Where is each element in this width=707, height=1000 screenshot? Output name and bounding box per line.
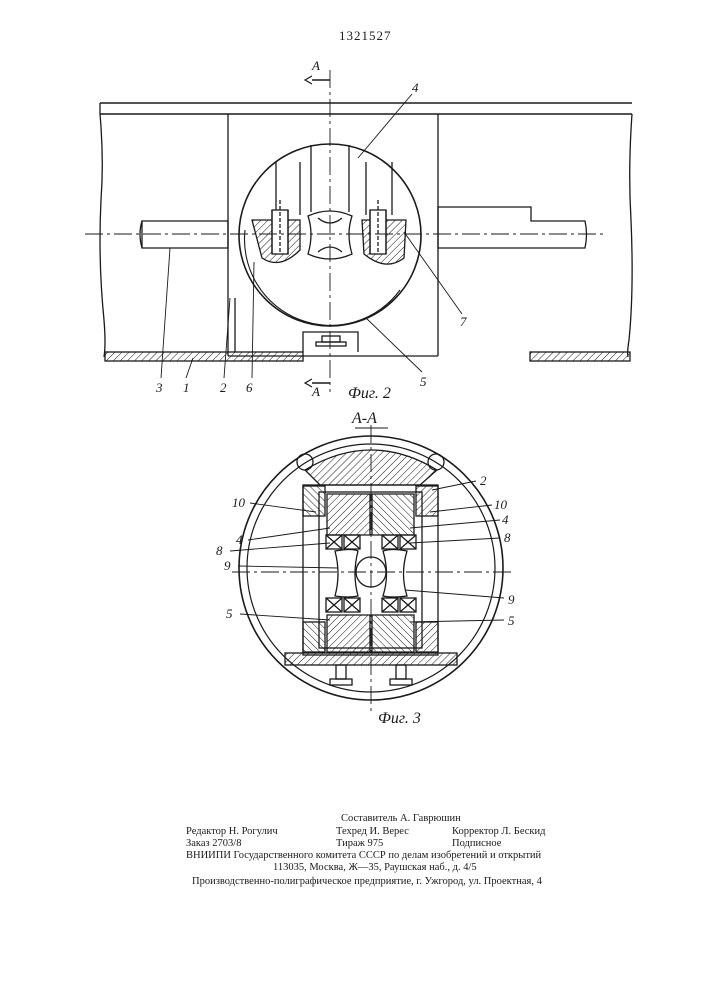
fig3-label-10-right: 10 [494, 497, 508, 512]
figure-3-drawing [230, 425, 514, 712]
vniipi-line: ВНИИПИ Государственного комитета СССР по… [186, 850, 541, 862]
fig3-label-4-right: 4 [502, 512, 509, 527]
fig2-label-2: 2 [220, 380, 227, 395]
fig2-label-6: 6 [246, 380, 253, 395]
corrector-line: Корректор Л. Бескид [452, 826, 545, 838]
fig3-label-10-left: 10 [232, 495, 246, 510]
fig3-label-9-left: 9 [224, 558, 231, 573]
fig2-label-4: 4 [412, 80, 419, 95]
enterprise-line: Производственно-полиграфическое предприя… [192, 876, 542, 888]
section-mark-bottom: А [311, 384, 320, 399]
figure-2-drawing [85, 70, 632, 392]
fig2-label-7: 7 [460, 314, 467, 329]
fig3-label-4-left: 4 [236, 532, 243, 547]
order-line: Заказ 2703/8 [186, 838, 241, 850]
compiler-line: Составитель А. Гаврюшин [341, 813, 461, 825]
fig3-caption: Фиг. 3 [378, 710, 421, 727]
subscription-line: Подписное [452, 838, 501, 850]
fig2-label-5: 5 [420, 374, 427, 389]
fig2-caption: Фиг. 2 [348, 385, 391, 402]
editor-line: Редактор Н. Рогулич [186, 826, 278, 838]
fig3-section-title: А-А [351, 410, 377, 427]
fig2-label-1: 1 [183, 380, 190, 395]
section-mark-top: А [311, 58, 320, 73]
fig3-label-2: 2 [480, 473, 487, 488]
address-line: 113035, Москва, Ж—35, Раушская наб., д. … [273, 862, 477, 874]
fig3-label-9-right: 9 [508, 592, 515, 607]
circulation-line: Тираж 975 [336, 838, 383, 850]
techred-line: Техред И. Верес [336, 826, 409, 838]
fig3-label-8-right: 8 [504, 530, 511, 545]
fig3-label-5-left: 5 [226, 606, 233, 621]
fig2-label-3: 3 [155, 380, 163, 395]
fig3-label-5-right: 5 [508, 613, 515, 628]
fig3-label-8-left: 8 [216, 543, 223, 558]
